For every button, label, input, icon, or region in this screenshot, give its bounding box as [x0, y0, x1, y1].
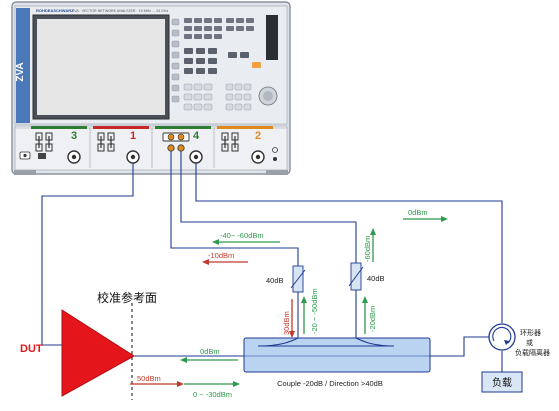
arrow-vert-20-50: -20 ~ -50dBm: [301, 288, 319, 334]
cables: [41, 151, 503, 372]
header-text: ZVA · VECTOR NETWORK ANALYZER · 10 MHz .…: [72, 9, 168, 13]
port-3: 3: [35, 130, 81, 164]
cable-port1-dut: [41, 163, 134, 346]
coupler-label: Couple -20dB / Direction >40dB: [277, 379, 383, 388]
port-3-number: 3: [71, 130, 77, 142]
arrow-right-60: -60dBm: [363, 228, 376, 262]
port-2-number: 2: [255, 130, 261, 142]
dut-amplifier: DUT: [20, 309, 135, 397]
level-left-10: -10dBm: [208, 251, 234, 260]
level-mid-0dbm: 0dBm: [200, 347, 220, 356]
dut-label: DUT: [20, 343, 43, 355]
circulator: 环形器 或 负载隔离器: [488, 323, 550, 357]
level-top-0dbm: 0dBm: [408, 208, 428, 217]
reference-plane-label: 校准参考面: [97, 290, 157, 305]
arrow-vert-30: 30dBm: [282, 299, 295, 338]
level-dut-50: 50dBm: [137, 374, 161, 383]
port-4-number: 4: [193, 130, 200, 142]
load-label: 负载: [492, 376, 512, 389]
model-label: ZVA: [15, 62, 26, 81]
level-right-60: -60dBm: [363, 236, 372, 262]
level-left-40-60: -40~ -60dBm: [220, 231, 264, 240]
attenuator-left-label: 40dB: [266, 276, 284, 285]
port-1-number: 1: [130, 130, 136, 142]
cable-port2-circulator: [195, 163, 503, 323]
side-strip: [16, 8, 30, 123]
cable-coupler-circulator: [430, 336, 492, 357]
load: 负载: [481, 371, 523, 393]
arrow-vert-20: -20dBm: [362, 296, 377, 334]
arrow-left-10: -10dBm: [202, 251, 248, 265]
keypad: [183, 15, 278, 111]
arrow-dut-0-30: 0 ~ -30dBm: [184, 381, 240, 399]
cable-left-attenuator: [170, 151, 299, 266]
attenuator-left: 40dB: [266, 265, 306, 293]
level-vert-20-50: -20 ~ -50dBm: [310, 288, 319, 334]
port-panel: [14, 125, 288, 171]
port-2: 2: [221, 130, 265, 164]
ground-terminal-icon: [273, 157, 277, 161]
circulator-label-3: 负载隔离器: [515, 348, 550, 357]
arrow-mid-0dbm: 0dBm: [180, 347, 238, 363]
circulator-label-2: 或: [526, 338, 533, 347]
level-dut-0-30: 0 ~ -30dBm: [193, 390, 232, 399]
port-1: 1: [97, 130, 140, 164]
circulator-label-1: 环形器: [520, 329, 541, 337]
level-vert-30: 30dBm: [282, 311, 291, 335]
ground-icon: [272, 147, 278, 153]
brand-label: ROHDE&SCHWARZ: [36, 8, 74, 13]
usb-port: [38, 153, 46, 159]
level-vert-20: -20dBm: [368, 306, 377, 332]
display-screen: [37, 19, 165, 115]
arrow-dut-50: 50dBm: [130, 374, 184, 387]
arrow-left-40-60: -40~ -60dBm: [212, 231, 280, 245]
arrow-top-0dbm: 0dBm: [403, 208, 448, 222]
attenuator-right-label: 40dB: [367, 274, 385, 283]
directional-coupler: Couple -20dB / Direction >40dB: [243, 337, 431, 388]
network-analyzer: ZVA ROHDE&SCHWARZ ZVA · VECTOR NETWORK A…: [11, 1, 291, 175]
cable-right-attenuator: [180, 151, 357, 263]
attenuator-right: 40dB: [348, 262, 385, 291]
softkeys: [171, 18, 180, 103]
